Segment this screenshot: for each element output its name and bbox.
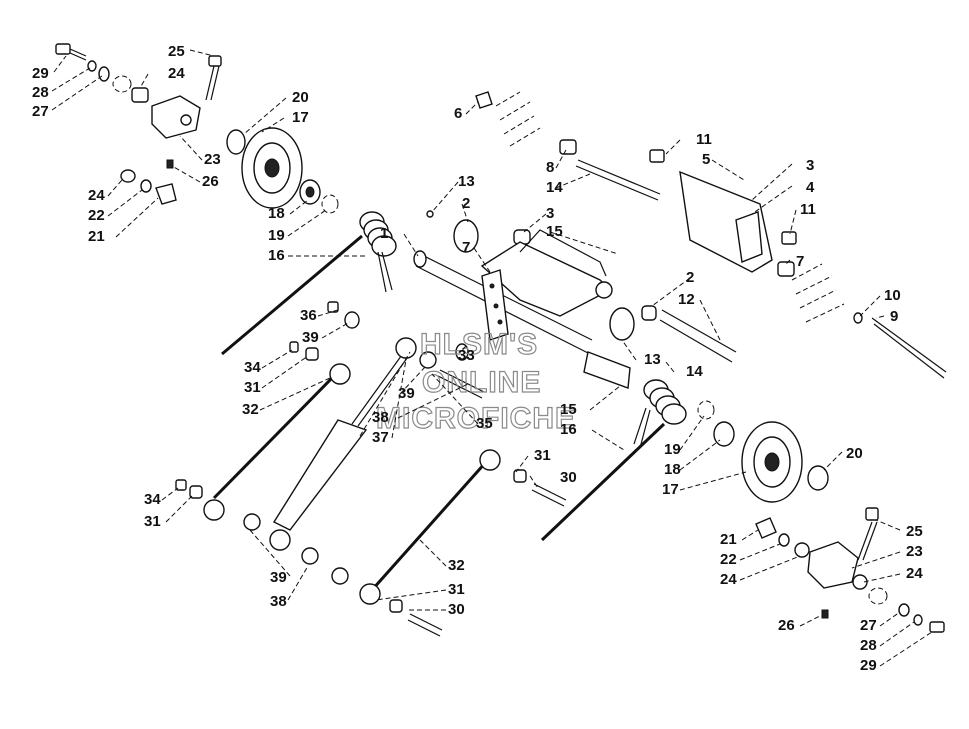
callout-16-lower: 16 [560, 421, 577, 438]
callout-10: 10 [884, 287, 901, 304]
watermark: HLSM'S ONLINE MICROFICHE [375, 327, 576, 435]
callout-31-mid: 31 [534, 447, 551, 464]
callout-7-upper: 8 [546, 159, 554, 176]
callout-31-lower: 31 [448, 581, 465, 598]
callout-6: 6 [454, 105, 462, 122]
callout-32-upper: 32 [242, 401, 259, 418]
torsion-spring-right [540, 379, 687, 542]
callout-9: 9 [890, 308, 898, 325]
callout-1: 7 [462, 239, 470, 256]
callout-30-lower: 30 [448, 601, 465, 618]
callout-32-lower: 32 [448, 557, 465, 574]
callout-13-upper: 2 [462, 195, 470, 212]
callout-26-upper: 26 [202, 173, 219, 190]
callout-24-lower-a: 24 [720, 571, 737, 588]
callout-15-upper: 1 [380, 225, 388, 242]
callout-30-mid: 30 [560, 469, 577, 486]
leader-lines [51, 49, 933, 667]
callout-34-upper: 34 [244, 359, 261, 376]
callout-38-mid: 38 [372, 409, 389, 426]
callout-4: 4 [806, 179, 815, 196]
callout-37: 37 [372, 429, 389, 446]
callout-39-mid: 39 [398, 385, 415, 402]
callout-38-lower: 38 [270, 593, 287, 610]
callout-14-lower: 14 [686, 363, 703, 380]
watermark-line2: ONLINE [422, 366, 541, 399]
callout-16-upper: 16 [268, 247, 285, 264]
watermark-line1: HLSM'S [420, 328, 538, 361]
callout-2-upper: 3 [546, 205, 554, 222]
callout-29-upper: 29 [32, 65, 49, 82]
parts-artwork [55, 43, 947, 637]
callout-21-upper: 21 [88, 228, 105, 245]
callout-28-upper: 28 [32, 84, 49, 101]
callout-22-lower: 22 [720, 551, 737, 568]
callout-17-upper: 17 [292, 109, 309, 126]
callout-3-right: 3 [806, 157, 814, 174]
callout-39-upper: 39 [302, 329, 319, 346]
callout-28-lower: 28 [860, 637, 877, 654]
callout-15-lower: 15 [560, 401, 577, 418]
callout-18-lower: 18 [664, 461, 681, 478]
callout-5: 5 [702, 151, 710, 168]
shock-absorber [269, 337, 417, 551]
callout-36: 36 [300, 307, 317, 324]
callout-18-upper: 18 [268, 205, 285, 222]
callout-35: 35 [476, 415, 493, 432]
callout-39-lower: 39 [270, 569, 287, 586]
callout-11-right: 11 [800, 201, 816, 218]
callout-24-upper-a: 24 [168, 65, 185, 82]
callout-25-lower: 25 [906, 523, 923, 540]
callout-12: 12 [678, 291, 695, 308]
callout-31-upper-left: 31 [244, 379, 261, 396]
callout-31-lower-left: 31 [144, 513, 161, 530]
callout-23-lower: 23 [906, 543, 923, 560]
callout-14-upper: 13 [458, 173, 475, 190]
callout-27-lower: 27 [860, 617, 877, 634]
callout-11-upper: 11 [696, 131, 712, 148]
callout-13-lower: 13 [644, 351, 661, 368]
callout-24-upper-b: 24 [88, 187, 105, 204]
callout-20-upper: 20 [292, 89, 309, 106]
callout-19-upper: 19 [268, 227, 285, 244]
callout-33: 33 [458, 347, 475, 364]
watermark-line3: MICROFICHE [376, 402, 576, 435]
callout-8: 14 [546, 179, 563, 196]
callout-20-lower: 20 [846, 445, 863, 462]
callout-29-lower: 29 [860, 657, 877, 674]
callout-23-upper: 23 [204, 151, 221, 168]
callout-24-lower-b: 24 [906, 565, 923, 582]
callout-7-right: 7 [796, 253, 804, 270]
callout-26-lower: 26 [778, 617, 795, 634]
callout-22-upper: 22 [88, 207, 105, 224]
callout-2-right: 2 [686, 269, 694, 286]
callout-17-lower: 17 [662, 481, 679, 498]
callout-25-upper: 25 [168, 43, 185, 60]
callout-labels: 25 29 28 27 24 20 17 23 26 24 22 21 18 1… [32, 43, 923, 674]
callout-34-lower: 34 [144, 491, 161, 508]
callout-27-upper: 27 [32, 103, 49, 120]
callout-21-lower: 21 [720, 531, 737, 548]
callout-19-lower: 19 [664, 441, 681, 458]
callout-3-center: 15 [546, 223, 563, 240]
